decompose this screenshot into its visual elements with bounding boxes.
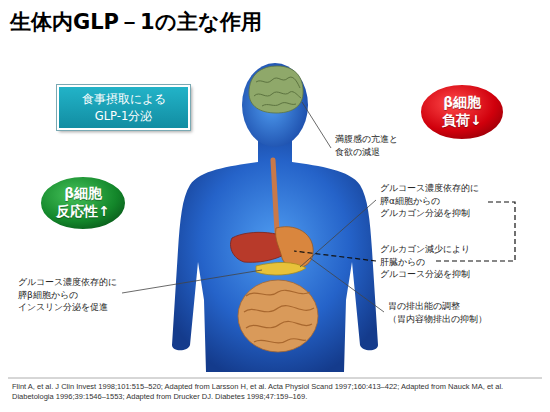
leader-lines [122, 102, 384, 312]
pancreas [256, 262, 306, 275]
oval-shape [420, 84, 504, 140]
label-holder: 胃の排出能の調整 （胃内容物排出の抑制） [388, 300, 489, 325]
effect-note: グルカゴン減少により 肝臓からの グルコース分泌を抑制 [380, 243, 472, 281]
effect-note: 胃の排出能の調整 （胃内容物排出の抑制） [388, 300, 489, 325]
label-holder: グルコース濃度依存的に 膵α細胞からの グルカゴン分泌を抑制 [380, 182, 481, 220]
leader-line [302, 102, 331, 148]
brain-folds [254, 77, 301, 106]
label-holder: グルカゴン減少により 肝臓からの グルコース分泌を抑制 [380, 243, 472, 281]
effect-note: グルコース濃度依存的に 膵β細胞からの インスリン分泌を促進 [18, 276, 119, 314]
node-text: 食事摂取による GLP-1分泌 [81, 91, 167, 123]
node-text: β細胞 反応性↑ [55, 185, 111, 220]
esophagus [273, 160, 277, 232]
response-oval: β細胞 反応性↑ [39, 175, 127, 231]
stomach [276, 227, 314, 268]
leader-line [300, 200, 376, 267]
effect-note: 満腹感の亢進と 食欲の減退 [335, 133, 400, 158]
secretion-box: 食事摂取による GLP-1分泌 [57, 85, 190, 130]
leader-line [122, 270, 262, 293]
brain [249, 66, 303, 113]
human-body [172, 63, 378, 372]
intestine-coils [244, 290, 314, 343]
label-holder: 満腹感の亢進と 食欲の減退 [335, 133, 400, 158]
oval-shape [40, 176, 126, 230]
footer-rule [8, 378, 542, 379]
load-oval: β細胞 負荷↓ [419, 83, 505, 141]
torso-shape [172, 140, 378, 372]
reference-note: Flint A, et al. J Clin Invest 1998;101:5… [12, 382, 538, 402]
effect-note: グルコース濃度依存的に 膵α細胞からの グルカゴン分泌を抑制 [380, 182, 481, 220]
node-text: β細胞 負荷↓ [441, 94, 483, 129]
page-title: 生体内GLP－1の主な作用 [10, 8, 262, 36]
head-shape [242, 63, 308, 147]
label-holder: Flint A, et al. J Clin Invest 1998;101:5… [12, 382, 538, 402]
leader-line [310, 258, 384, 312]
intestines [238, 280, 318, 352]
dashed-line [294, 251, 376, 261]
label-holder: グルコース濃度依存的に 膵β細胞からの インスリン分泌を促進 [18, 276, 119, 314]
